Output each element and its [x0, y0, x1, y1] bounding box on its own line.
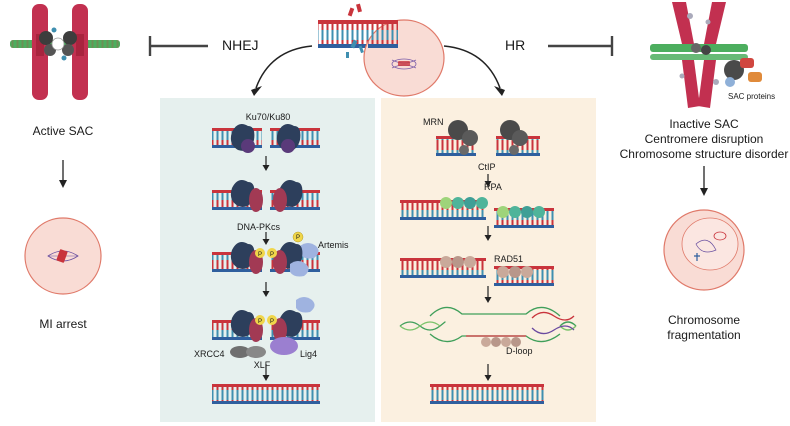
- rpa-label: RPA: [484, 182, 502, 192]
- inactive-sac-chromosome: [650, 2, 748, 108]
- phospho-2: P: [270, 252, 274, 258]
- nhej-arrow-3: [262, 282, 270, 297]
- nhej-repaired-dna: [212, 384, 320, 404]
- fragmentation-line-1: Chromosome: [668, 313, 740, 327]
- arrow-to-hr: [443, 45, 501, 89]
- artemis-protein: [292, 231, 319, 259]
- mi-arrest-label: MI arrest: [39, 317, 87, 331]
- lig4-label: Lig4: [300, 349, 317, 359]
- fragmentation-cell: [663, 209, 745, 291]
- dnapkcs-complex: [230, 180, 303, 212]
- active-sac-chromosome: [10, 4, 120, 100]
- d-loop: [399, 306, 577, 347]
- rad51-label: RAD51: [494, 254, 523, 264]
- nhej-panel: [160, 98, 375, 422]
- dnapkcs-label: DNA-PKcs: [237, 222, 281, 232]
- nhej-arrow-2: [262, 232, 270, 245]
- ku-label: Ku70/Ku80: [246, 112, 291, 122]
- inactive-sac-line-3: Chromosome structure disorder: [620, 147, 789, 161]
- rpa-proteins: [440, 197, 545, 218]
- active-sac-label: Active SAC: [33, 124, 94, 138]
- hr-arrow-3: [484, 286, 492, 303]
- ctip-label: CtIP: [478, 162, 496, 172]
- hr-arrow-1: [484, 174, 492, 187]
- phospho-4: P: [270, 319, 274, 325]
- arrow-to-nhej: [255, 45, 313, 89]
- fragmentation-line-2: fragmentation: [667, 328, 740, 342]
- phospho-complex: [230, 242, 309, 277]
- nhej-label: NHEJ: [222, 37, 259, 53]
- inhibit-nhej-sac: [148, 36, 208, 56]
- sac-proteins-cluster: [724, 58, 762, 87]
- hr-repaired-dna: [430, 384, 544, 404]
- artemis-label: Artemis: [318, 240, 349, 250]
- hr-label: HR: [505, 37, 525, 53]
- dloop-label: D-loop: [506, 346, 533, 356]
- inactive-sac-line-2: Centromere disruption: [645, 132, 764, 146]
- sac-proteins-label: SAC proteins: [728, 92, 775, 101]
- ligation-complex: [230, 297, 315, 358]
- hr-arrow-2: [484, 226, 492, 241]
- hr-arrow-4: [484, 364, 492, 381]
- mi-arrest-cell: [24, 217, 102, 295]
- inactive-sac-line-1: Inactive SAC: [669, 117, 739, 131]
- nhej-arrow-1: [262, 156, 270, 171]
- inhibit-hr-sac: [548, 36, 614, 56]
- phospho-1: P: [258, 252, 262, 258]
- mrn-complex: [448, 120, 528, 155]
- ku-complex: [230, 124, 301, 153]
- xlf-label: XLF: [254, 360, 271, 370]
- mrn-label: MRN: [423, 117, 444, 127]
- phospho-artemis: P: [296, 235, 300, 241]
- top-broken-dna: [318, 3, 368, 58]
- top-dna-front: [368, 20, 398, 48]
- xrcc4-label: XRCC4: [194, 349, 225, 359]
- rad51-filament: [440, 256, 533, 278]
- phospho-3: P: [258, 319, 262, 325]
- nhej-arrow-4: [262, 364, 270, 381]
